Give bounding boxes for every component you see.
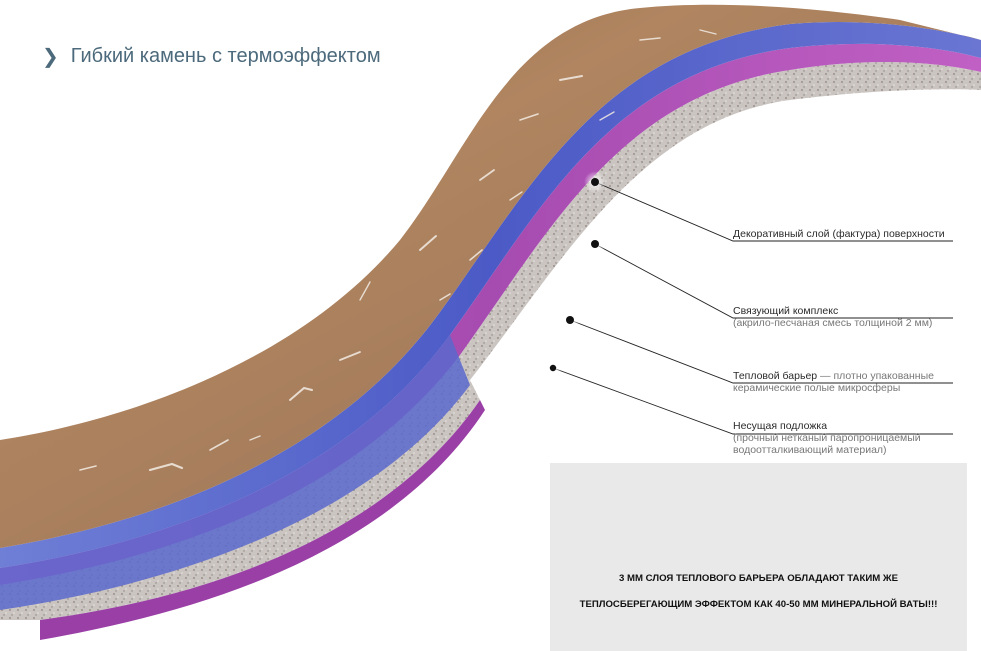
thermal-barrier-front-edge <box>40 400 485 640</box>
page-title-row: ❯ Гибкий камень с термоэффектом <box>42 44 381 68</box>
label-thermal-inline: — плотно упакованные <box>820 370 934 382</box>
binder-front-edge <box>0 335 470 610</box>
label-binder-title: Связующий комплекс <box>733 305 839 317</box>
label-thermal-subtitle: керамические полые микросферы <box>733 382 901 394</box>
label-substrate-subtitle: (прочный нетканый паропроницаемый <box>733 432 921 444</box>
label-thermal-title: Тепловой барьер <box>733 370 818 382</box>
label-substrate-subtitle2: водоотталкивающий материал) <box>733 444 887 456</box>
leader-decorative <box>594 181 953 242</box>
page-title: Гибкий камень с термоэффектом <box>70 44 381 67</box>
note-line-2: ТЕПЛОСБЕРЕГАЮЩИМ ЭФФЕКТОМ КАК 40-50 ММ М… <box>579 599 938 610</box>
label-substrate-title: Несущая подложка <box>733 420 828 432</box>
marker-substrate <box>549 364 557 372</box>
label-binder: Связующий комплекс (акрило-песчаная смес… <box>733 305 932 329</box>
stone-texture <box>79 29 717 472</box>
leader-substrate <box>552 367 953 435</box>
leader-lines <box>552 181 953 435</box>
leader-binder <box>594 243 953 319</box>
note-text: 3 ММ СЛОЯ ТЕПЛОВОГО БАРЬЕРА ОБЛАДАЮТ ТАК… <box>550 559 967 624</box>
marker-decorative <box>591 178 599 186</box>
label-binder-subtitle: (акрило-песчаная смесь толщиной 2 мм) <box>733 317 933 329</box>
marker-binder <box>591 240 599 248</box>
leader-thermal <box>569 319 953 384</box>
substrate-layer <box>0 61 981 600</box>
label-thermal: Тепловой барьер — плотно упакованные кер… <box>733 370 934 394</box>
label-decorative-title: Декоративный слой (фактура) поверхности <box>733 228 945 240</box>
layer-markers <box>544 171 606 377</box>
note-line-1: 3 ММ СЛОЯ ТЕПЛОВОГО БАРЬЕРА ОБЛАДАЮТ ТАК… <box>619 573 898 584</box>
label-substrate: Несущая подложка (прочный нетканый пароп… <box>733 420 921 456</box>
decorative-layer <box>0 4 981 549</box>
chevron-right-icon: ❯ <box>42 44 59 68</box>
note-box <box>550 463 967 651</box>
label-decorative: Декоративный слой (фактура) поверхности <box>733 228 945 240</box>
marker-thermal <box>566 316 574 324</box>
